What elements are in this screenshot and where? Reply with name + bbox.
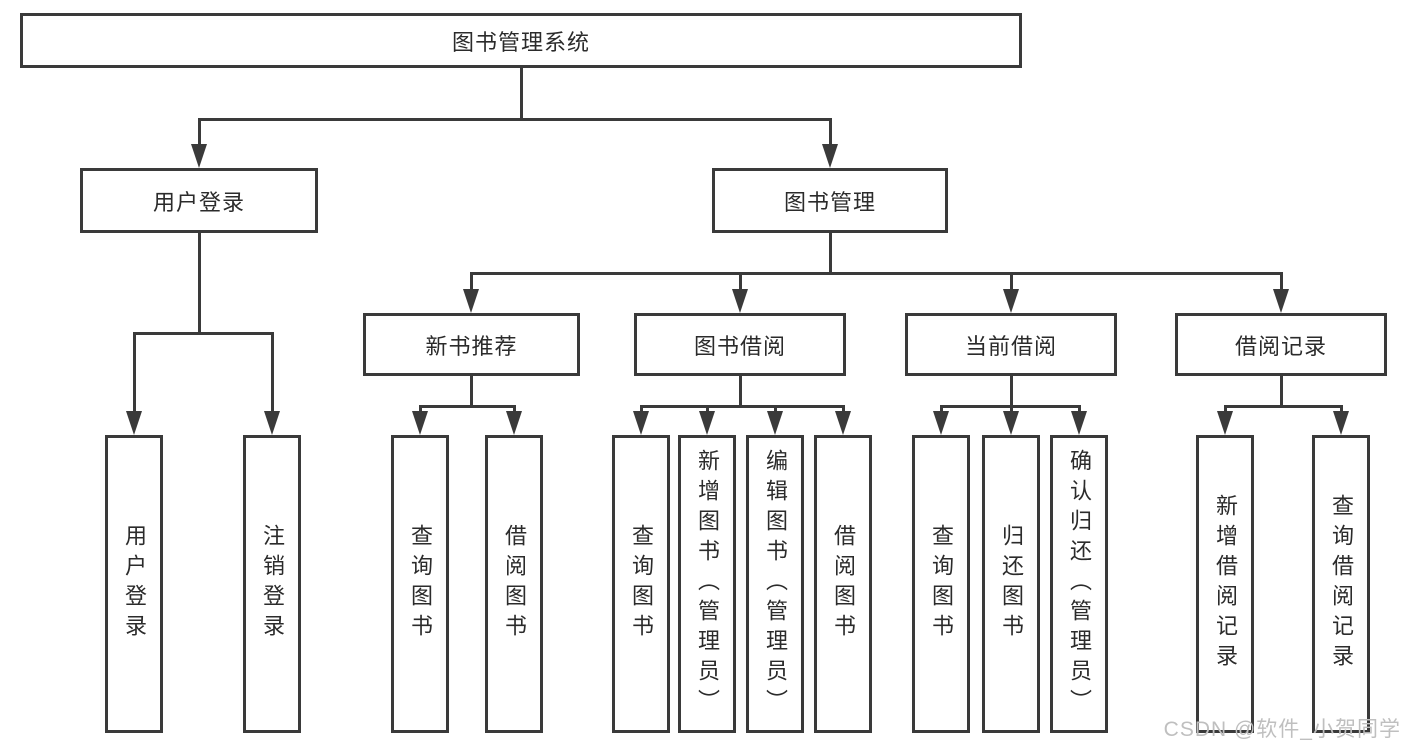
node-add-books-admin: 新增图书（管理员）	[678, 435, 736, 733]
arrowhead-down-icon	[1217, 411, 1233, 435]
connector-line	[841, 406, 845, 413]
node-library-management-system: 图书管理系统	[20, 13, 1022, 68]
connector-line	[519, 68, 523, 119]
node-confirm-return-admin: 确认归还（管理员）	[1050, 435, 1108, 733]
node-query-books-current: 查询图书	[912, 435, 970, 733]
node-logout-login: 注销登录	[243, 435, 301, 733]
arrowhead-down-icon	[699, 411, 715, 435]
node-book-borrowing: 图书借阅	[634, 313, 846, 376]
connector-line	[1279, 273, 1283, 291]
node-label: 借阅图书	[502, 524, 527, 644]
connector-line	[512, 406, 516, 413]
node-label: 新增图书（管理员）	[695, 449, 720, 719]
node-borrow-books-borrowing: 借阅图书	[814, 435, 872, 733]
connector-line	[197, 119, 201, 146]
node-label: 借阅图书	[831, 524, 856, 644]
connector-line	[705, 406, 709, 413]
arrowhead-down-icon	[1003, 289, 1019, 313]
connector-line	[1279, 376, 1283, 406]
node-return-books: 归还图书	[982, 435, 1040, 733]
node-borrow-books-newbooks: 借阅图书	[485, 435, 543, 733]
node-label: 当前借阅	[964, 333, 1057, 359]
connector-line	[1009, 376, 1013, 406]
connector-line	[1077, 406, 1081, 413]
node-borrowing-records: 借阅记录	[1175, 313, 1387, 376]
connector-line	[469, 273, 473, 291]
node-query-books-newbooks: 查询图书	[391, 435, 449, 733]
node-label: 图书管理	[783, 189, 876, 215]
connector-line	[1223, 404, 1343, 408]
connector-line	[639, 406, 643, 413]
connector-line	[1009, 406, 1013, 413]
arrowhead-down-icon	[191, 144, 207, 168]
arrowhead-down-icon	[1333, 411, 1349, 435]
connector-line	[773, 406, 777, 413]
arrowhead-down-icon	[822, 144, 838, 168]
arrowhead-down-icon	[412, 411, 428, 435]
node-query-books-borrowing: 查询图书	[612, 435, 670, 733]
arrowhead-down-icon	[1071, 411, 1087, 435]
arrowhead-down-icon	[835, 411, 851, 435]
node-label: 查询借阅记录	[1329, 494, 1354, 674]
arrowhead-down-icon	[1273, 289, 1289, 313]
arrowhead-down-icon	[1003, 411, 1019, 435]
connector-line	[197, 117, 832, 121]
connector-line	[270, 333, 274, 413]
connector-line	[828, 233, 832, 273]
node-label: 确认归还（管理员）	[1067, 449, 1092, 719]
arrowhead-down-icon	[506, 411, 522, 435]
node-label: 新增借阅记录	[1213, 494, 1238, 674]
arrowhead-down-icon	[732, 289, 748, 313]
node-edit-books-admin: 编辑图书（管理员）	[746, 435, 804, 733]
node-label: 用户登录	[122, 524, 147, 644]
connector-line	[132, 333, 136, 413]
node-book-management: 图书管理	[712, 168, 948, 233]
arrowhead-down-icon	[933, 411, 949, 435]
node-label: 用户登录	[152, 189, 245, 215]
csdn-watermark: CSDN @软件_小贺同学	[1163, 718, 1401, 741]
connector-line	[132, 331, 274, 335]
node-label: 图书管理系统	[451, 29, 590, 55]
arrowhead-down-icon	[264, 411, 280, 435]
connector-line	[469, 271, 1283, 275]
node-label: 查询图书	[629, 524, 654, 644]
node-label: 借阅记录	[1234, 333, 1327, 359]
node-label: 注销登录	[260, 524, 285, 644]
node-label: 查询图书	[929, 524, 954, 644]
node-label: 归还图书	[999, 524, 1024, 644]
node-user-login: 用户登录	[80, 168, 318, 233]
node-new-book-recommendation: 新书推荐	[363, 313, 580, 376]
node-label: 编辑图书（管理员）	[763, 449, 788, 719]
arrowhead-down-icon	[463, 289, 479, 313]
connector-line	[1223, 406, 1227, 413]
node-current-borrowing: 当前借阅	[905, 313, 1117, 376]
connector-line	[418, 406, 422, 413]
arrowhead-down-icon	[126, 411, 142, 435]
node-label: 查询图书	[408, 524, 433, 644]
arrowhead-down-icon	[767, 411, 783, 435]
connector-line	[828, 119, 832, 146]
connector-line	[939, 406, 943, 413]
connector-line	[1009, 273, 1013, 291]
connector-line	[1339, 406, 1343, 413]
arrowhead-down-icon	[633, 411, 649, 435]
node-query-borrow-record: 查询借阅记录	[1312, 435, 1370, 733]
connector-line	[418, 404, 516, 408]
connector-line	[469, 376, 473, 406]
node-user-login-leaf: 用户登录	[105, 435, 163, 733]
connector-line	[197, 233, 201, 333]
connector-line	[639, 404, 845, 408]
node-add-borrow-record: 新增借阅记录	[1196, 435, 1254, 733]
connector-line	[738, 273, 742, 291]
node-label: 图书借阅	[693, 333, 786, 359]
node-label: 新书推荐	[425, 333, 518, 359]
connector-line	[738, 376, 742, 406]
